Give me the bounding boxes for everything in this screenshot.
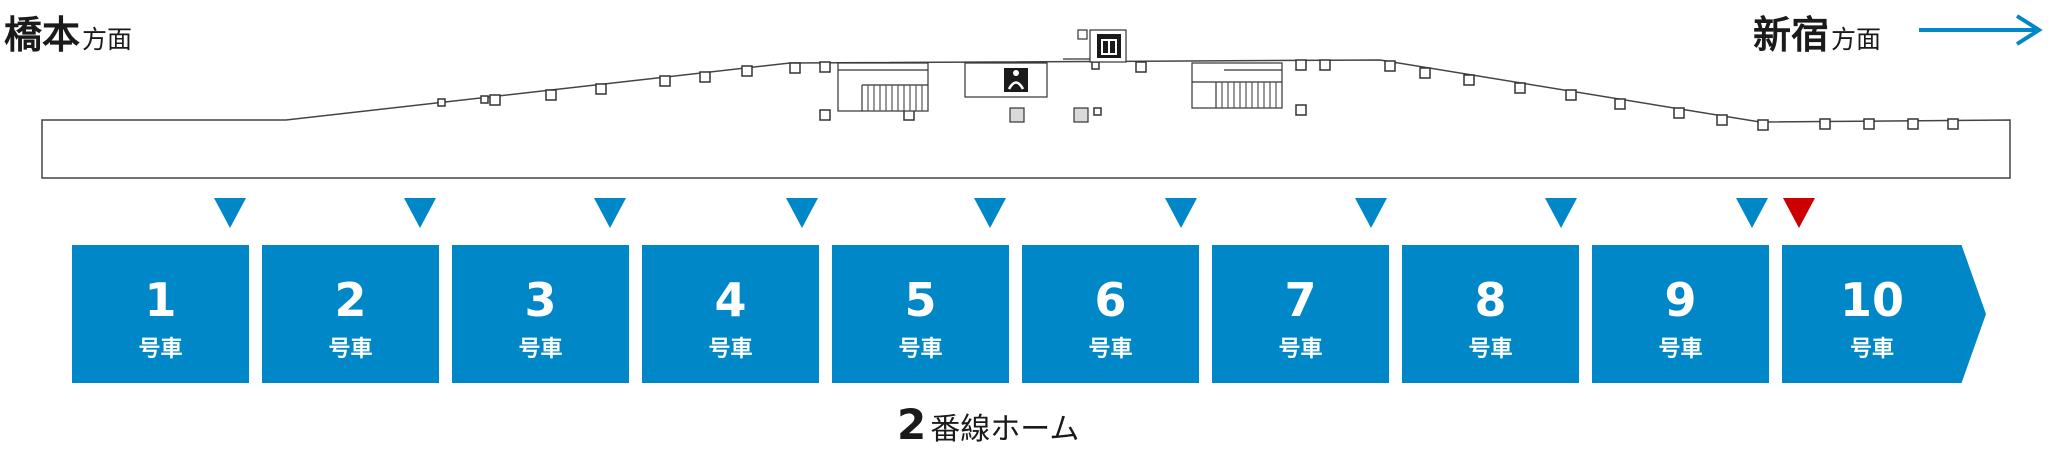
arrow-right-icon bbox=[1919, 14, 2043, 46]
direction-shinjuku: 新宿 方面 bbox=[1753, 4, 1881, 59]
car-number: 9 bbox=[1664, 273, 1697, 327]
car-5: 5 号車 bbox=[832, 245, 1009, 383]
direction-hashimoto: 橋本 方面 bbox=[4, 4, 132, 59]
car-2: 2 号車 bbox=[262, 245, 439, 383]
car-unit: 号車 bbox=[1468, 337, 1513, 362]
platform-name: 2 番線ホーム bbox=[897, 400, 1079, 449]
car-4: 4 号車 bbox=[642, 245, 819, 383]
car-9: 9 号車 bbox=[1592, 245, 1769, 383]
door-marker bbox=[1165, 198, 1197, 228]
door-marker bbox=[214, 198, 246, 228]
car-unit: 号車 bbox=[708, 337, 753, 362]
door-marker bbox=[404, 198, 436, 228]
direction-left-suffix: 方面 bbox=[82, 25, 133, 54]
elevator-icon bbox=[1063, 29, 1127, 63]
car-unit: 号車 bbox=[898, 337, 943, 362]
accessible-toilet-icon bbox=[964, 62, 1048, 98]
direction-right-suffix: 方面 bbox=[1831, 25, 1882, 54]
car-number: 1 bbox=[144, 273, 177, 327]
stairs-icon bbox=[1191, 62, 1283, 109]
car-unit: 号車 bbox=[1658, 337, 1703, 362]
car-number: 3 bbox=[524, 273, 557, 327]
car-number: 7 bbox=[1284, 273, 1317, 327]
car-number: 2 bbox=[334, 273, 367, 327]
car-unit: 号車 bbox=[518, 337, 563, 362]
car-unit: 号車 bbox=[138, 337, 183, 362]
car-6: 6 号車 bbox=[1022, 245, 1199, 383]
direction-right-name: 新宿 bbox=[1753, 13, 1830, 57]
door-marker bbox=[1736, 198, 1768, 228]
platform-number: 2 bbox=[897, 400, 927, 449]
car-unit: 号車 bbox=[328, 337, 373, 362]
pillars bbox=[437, 59, 1959, 131]
car-3: 3 号車 bbox=[452, 245, 629, 383]
platform-label: 番線ホーム bbox=[930, 412, 1080, 447]
car-number: 5 bbox=[904, 273, 937, 327]
car-unit: 号車 bbox=[1088, 337, 1133, 362]
car-10: 10 号車 bbox=[1782, 245, 1986, 383]
door-marker bbox=[1355, 198, 1387, 228]
car-1: 1 号車 bbox=[72, 245, 249, 383]
door-marker bbox=[786, 198, 818, 228]
stairs-icon bbox=[837, 62, 929, 112]
car-7: 7 号車 bbox=[1212, 245, 1389, 383]
direction-left-name: 橋本 bbox=[4, 13, 81, 57]
car-number: 4 bbox=[714, 273, 747, 327]
car-unit: 号車 bbox=[1849, 337, 1894, 362]
door-marker bbox=[974, 198, 1006, 228]
car-number: 10 bbox=[1839, 273, 1904, 327]
platform-map bbox=[41, 29, 2011, 179]
door-marker bbox=[1545, 198, 1577, 228]
car-8: 8 号車 bbox=[1402, 245, 1579, 383]
car-number: 6 bbox=[1094, 273, 1127, 327]
highlight-marker bbox=[1783, 198, 1815, 228]
door-marker bbox=[594, 198, 626, 228]
car-number: 8 bbox=[1474, 273, 1507, 327]
car-unit: 号車 bbox=[1278, 337, 1323, 362]
